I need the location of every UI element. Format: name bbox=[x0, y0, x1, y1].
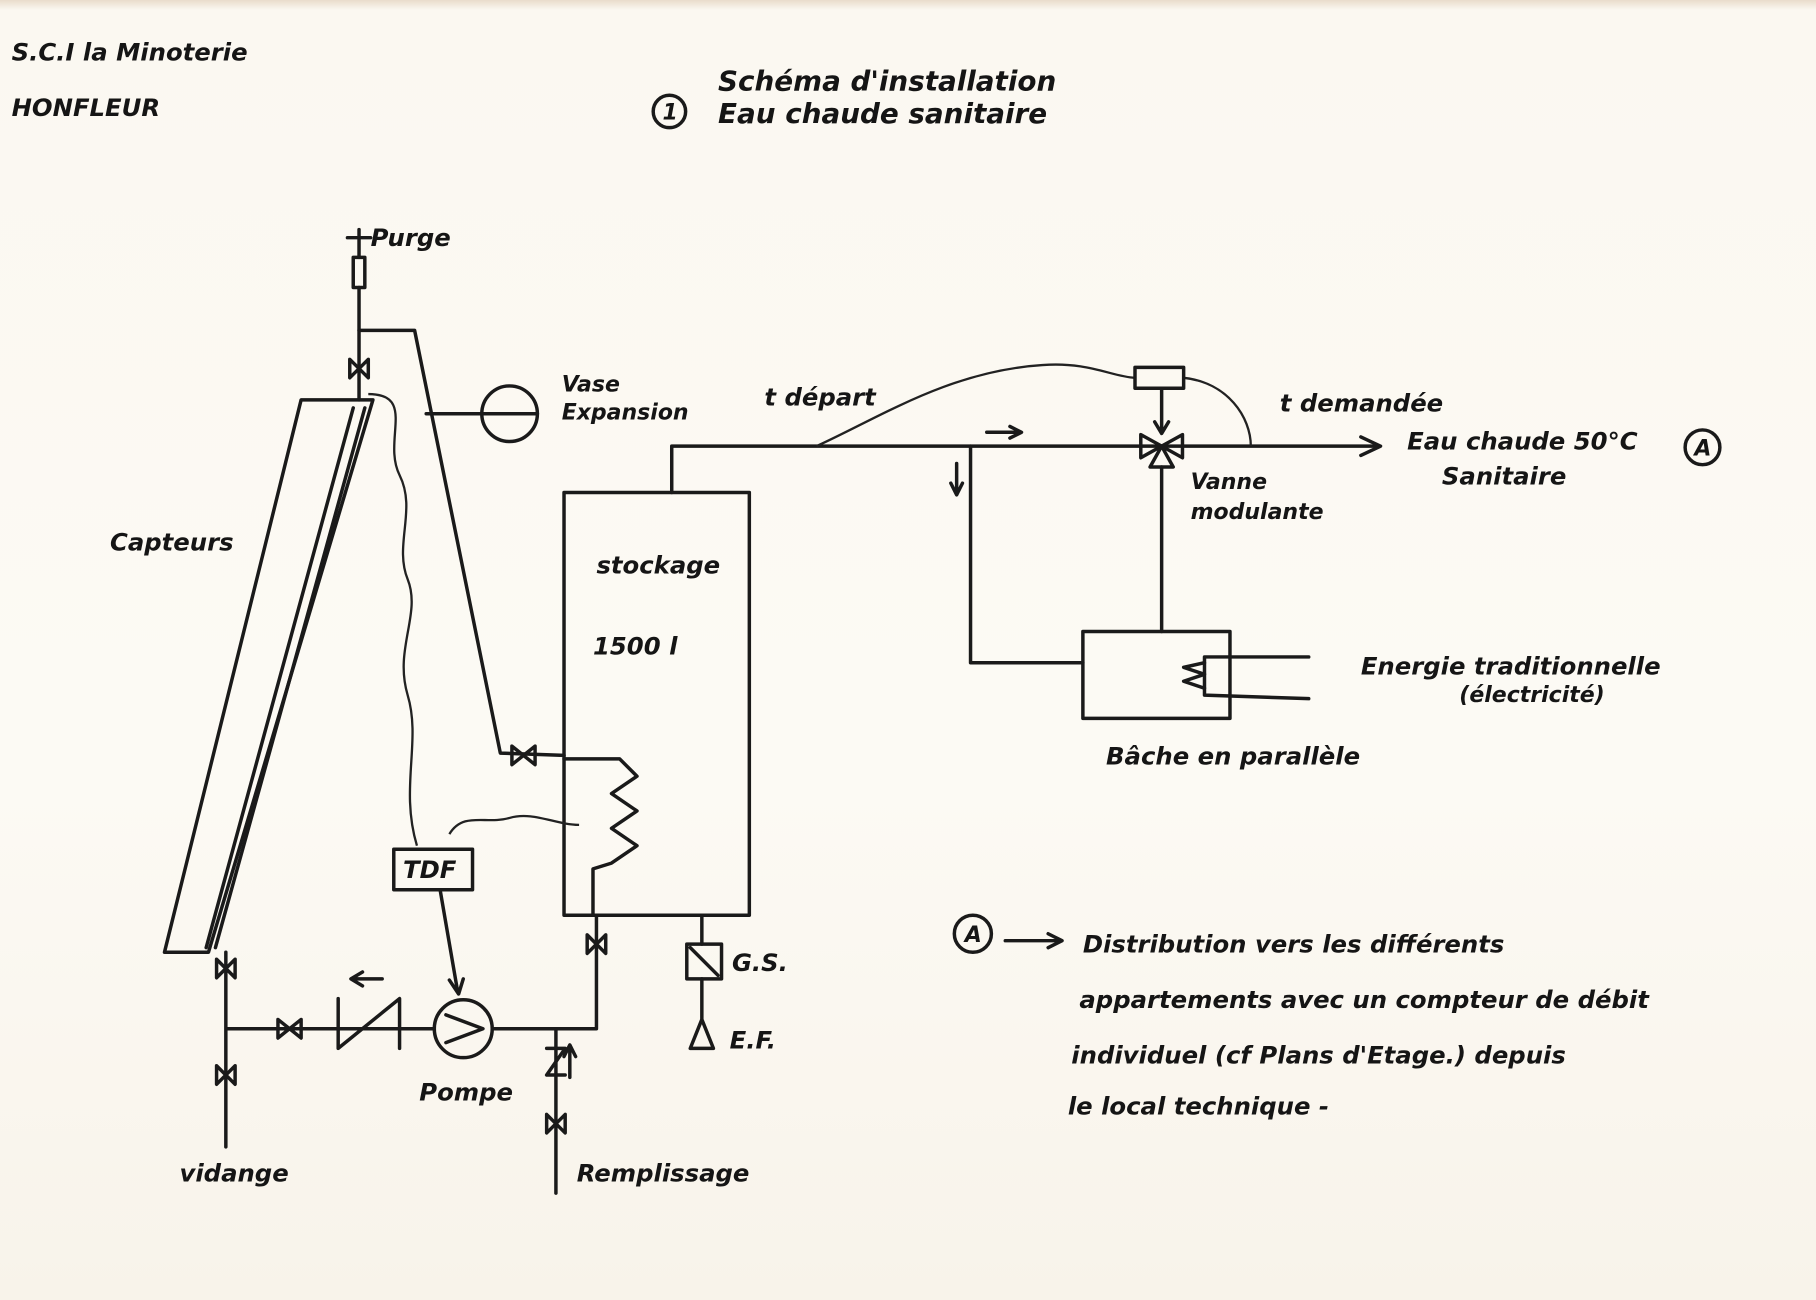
valve-label-2: modulante bbox=[1191, 500, 1324, 525]
tdf-control-arrow-icon bbox=[438, 888, 466, 996]
drain-label: vidange bbox=[180, 1159, 289, 1188]
note-marker: A bbox=[963, 923, 982, 948]
bache-supply-pipe bbox=[968, 444, 1085, 665]
collectors-label: Capteurs bbox=[110, 527, 234, 556]
fill-valve-icon bbox=[544, 1112, 567, 1135]
hot-water-pipe bbox=[669, 444, 1380, 495]
fill-check-valve-icon bbox=[544, 1043, 578, 1080]
title-line-2: Eau chaude sanitaire bbox=[718, 97, 1047, 130]
purge-assembly bbox=[345, 227, 373, 402]
electric-feed bbox=[1202, 655, 1311, 701]
collector-inner-line bbox=[213, 406, 367, 950]
t-demandee-label: t demandée bbox=[1280, 388, 1443, 417]
marker-a-circle bbox=[1683, 428, 1722, 467]
storage-tank bbox=[562, 490, 752, 917]
collector-inner-line bbox=[204, 406, 355, 950]
safety-group-mark bbox=[688, 945, 720, 978]
note-line: le local technique - bbox=[1068, 1091, 1329, 1120]
tdf-controller bbox=[392, 847, 475, 892]
marker-a: A bbox=[1692, 436, 1711, 461]
exchanger-valve-icon bbox=[510, 744, 537, 767]
city-name: HONFLEUR bbox=[12, 93, 161, 122]
flow-down-arrow-icon bbox=[949, 461, 965, 497]
valve-actuator bbox=[1133, 365, 1186, 390]
solar-supply-pipe bbox=[357, 328, 566, 758]
storage-volume: 1500 l bbox=[593, 632, 678, 661]
outlet-label-2: Sanitaire bbox=[1442, 461, 1566, 490]
drain-valve-icon bbox=[214, 1064, 237, 1087]
tank-valve-icon bbox=[585, 933, 608, 956]
electric-heater-icon bbox=[1181, 661, 1207, 690]
fill-label: Remplissage bbox=[577, 1159, 750, 1188]
flow-right-arrow-icon bbox=[985, 424, 1024, 440]
vessel-label-1: Vase bbox=[562, 373, 620, 398]
flow-left-arrow-icon bbox=[349, 970, 384, 988]
sensor-wire bbox=[368, 392, 419, 847]
pump-icon bbox=[432, 998, 494, 1060]
safety-group-icon bbox=[685, 942, 724, 981]
outlet-label-1: Eau chaude 50°C bbox=[1407, 427, 1638, 456]
note-line: Distribution vers les différents bbox=[1083, 929, 1504, 958]
valve-label-1: Vanne bbox=[1191, 470, 1267, 495]
vessel-label-2: Expansion bbox=[562, 401, 689, 426]
sheet-number-circle bbox=[651, 93, 688, 130]
outlet-arrow-icon bbox=[1359, 435, 1383, 458]
energy-label-2: (électricité) bbox=[1459, 683, 1604, 708]
sheet-number: 1 bbox=[662, 101, 677, 126]
three-way-valve-icon bbox=[1139, 432, 1185, 469]
isolation-valve-icon bbox=[276, 1017, 303, 1040]
title-line-1: Schéma d'installation bbox=[718, 65, 1056, 98]
note-line: appartements avec un compteur de débit bbox=[1079, 985, 1650, 1014]
tdf-label: TDF bbox=[403, 855, 457, 884]
primary-return-pipe bbox=[224, 913, 599, 1149]
heat-exchanger-coil-icon bbox=[562, 757, 639, 917]
note-arrow-icon bbox=[1003, 932, 1064, 950]
pump-direction-icon bbox=[444, 1013, 485, 1045]
pump-label: Pompe bbox=[419, 1078, 513, 1107]
purge-valve-icon bbox=[348, 357, 371, 380]
gs-label: G.S. bbox=[732, 948, 788, 977]
note-line: individuel (cf Plans d'Etage.) depuis bbox=[1071, 1040, 1566, 1069]
note-marker-circle bbox=[952, 913, 994, 955]
company-name: S.C.I la Minoterie bbox=[12, 37, 248, 66]
t-depart-label: t départ bbox=[764, 383, 877, 412]
solar-collector-icon bbox=[162, 398, 375, 955]
bache-label: Bâche en parallèle bbox=[1106, 742, 1360, 771]
cold-water-inlet-icon bbox=[688, 977, 716, 1051]
actuator-arrow-icon bbox=[1152, 386, 1171, 436]
t-depart-wire bbox=[816, 363, 1136, 448]
purge-label: Purge bbox=[371, 223, 451, 252]
check-valve-icon bbox=[336, 996, 402, 1051]
t-demandee-wire bbox=[1183, 376, 1252, 447]
tank-sensor-wire bbox=[448, 814, 580, 835]
collector-valve-icon bbox=[214, 957, 237, 980]
ef-label: E.F. bbox=[730, 1025, 776, 1054]
storage-label: stockage bbox=[596, 551, 720, 580]
bache-tank bbox=[1081, 629, 1232, 721]
energy-label-1: Energie traditionnelle bbox=[1361, 651, 1661, 680]
